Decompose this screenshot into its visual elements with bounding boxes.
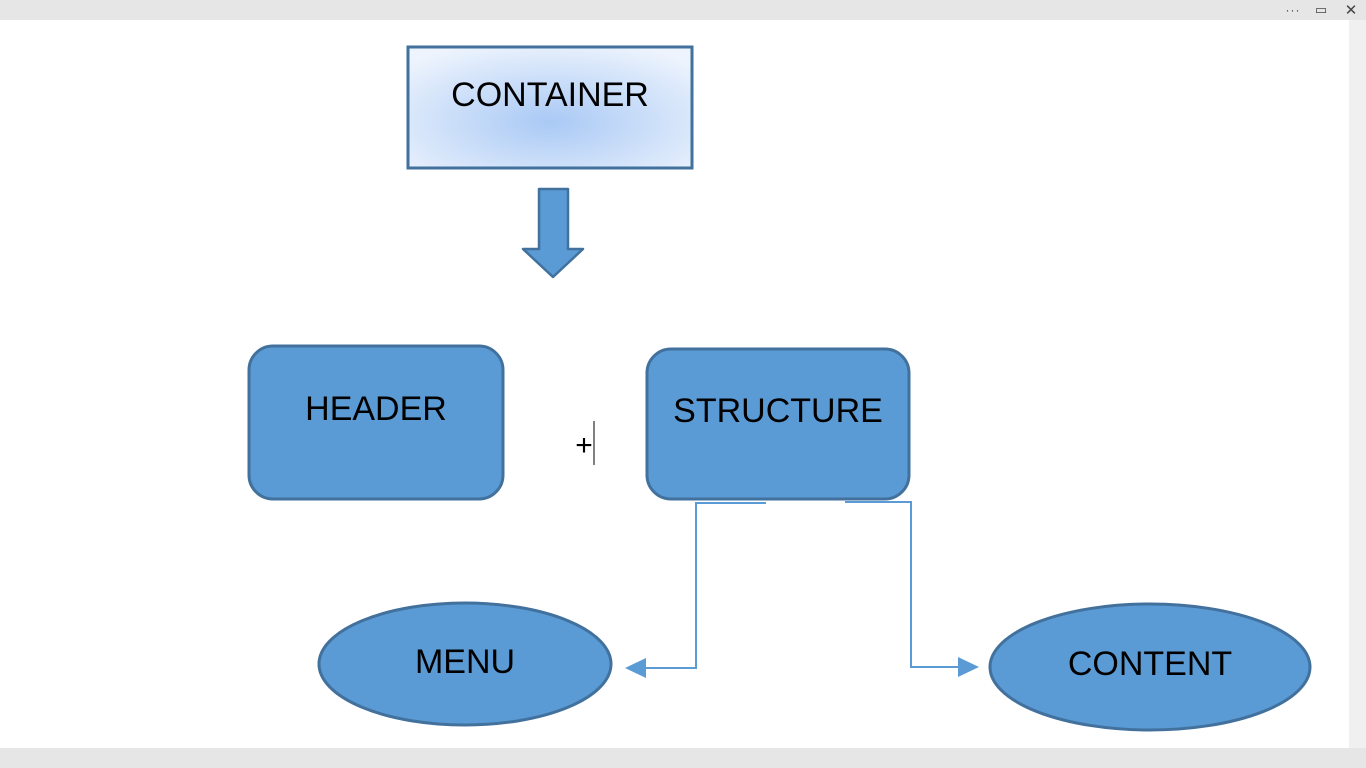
connector-to-menu[interactable] xyxy=(645,502,766,669)
plus-sign: + xyxy=(575,429,593,462)
layout-toggle-icon[interactable]: ▭ xyxy=(1314,2,1328,17)
container-box[interactable] xyxy=(406,45,694,170)
content-ellipse[interactable] xyxy=(988,602,1312,732)
header-box[interactable] xyxy=(247,344,505,501)
container-label: CONTAINER xyxy=(451,76,649,114)
menu-ellipse[interactable] xyxy=(317,601,613,727)
down-arrow-shape[interactable] xyxy=(521,187,585,279)
structure-label: STRUCTURE xyxy=(673,392,883,430)
structure-box[interactable] xyxy=(645,347,911,501)
window-title-bar: ··· ▭ ✕ xyxy=(0,0,1366,20)
more-options-icon[interactable]: ··· xyxy=(1285,3,1301,17)
close-icon[interactable]: ✕ xyxy=(1344,2,1358,19)
content-arrowhead xyxy=(958,657,979,677)
header-label: HEADER xyxy=(305,390,447,428)
vertical-scrollbar[interactable] xyxy=(1349,20,1366,748)
connector-to-content[interactable] xyxy=(845,501,960,668)
menu-label: MENU xyxy=(415,643,515,681)
bottom-bar xyxy=(0,748,1366,768)
content-label: CONTENT xyxy=(1068,645,1232,683)
menu-arrowhead xyxy=(625,658,646,678)
